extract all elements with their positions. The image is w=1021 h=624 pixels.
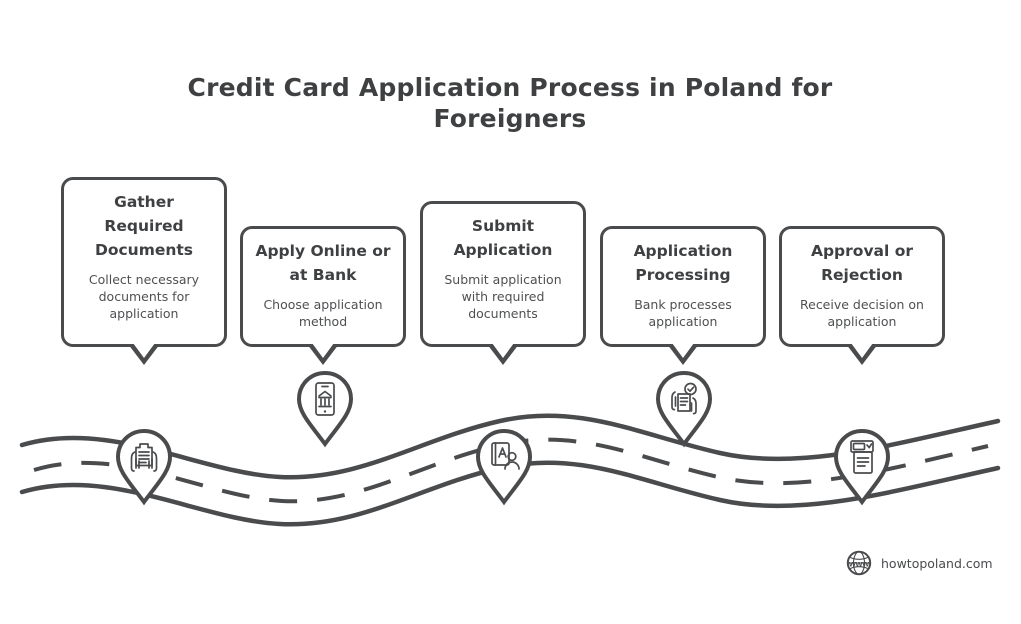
pin-outline — [475, 428, 533, 506]
map-pin-step-5[interactable] — [832, 428, 892, 506]
step-card-1[interactable]: Gather Required Documents Collect necess… — [61, 177, 227, 365]
step-card-1-description: Collect necessary documents for applicat… — [88, 272, 200, 321]
pin-outline — [115, 428, 173, 506]
step-card-5[interactable]: Approval or Rejection Receive decision o… — [779, 226, 945, 365]
step-card-5-title: Approval or Rejection — [810, 242, 914, 284]
step-card-2-title: Apply Online or at Bank — [255, 242, 391, 284]
speech-tail-fill — [133, 343, 155, 358]
step-card-3-title: Submit Application — [453, 217, 553, 259]
speech-tail-fill — [312, 343, 334, 358]
page-title: Credit Card Application Process in Polan… — [187, 73, 833, 133]
step-card-4-description: Bank processes application — [634, 297, 732, 329]
footer-icon-label: www — [848, 558, 869, 568]
footer-brand-text: howtopoland.com — [881, 555, 993, 571]
id-card-person-icon — [491, 442, 520, 470]
road-edge-top — [19, 413, 1001, 480]
road-center-dashes — [33, 437, 989, 504]
map-pin-step-3[interactable] — [474, 428, 534, 506]
pin-outline — [655, 370, 713, 448]
step-card-1-title: Gather Required Documents — [94, 193, 194, 259]
map-pin-step-1[interactable] — [114, 428, 174, 506]
map-pin-step-4[interactable] — [654, 370, 714, 448]
map-pin-step-2[interactable] — [295, 370, 355, 448]
step-card-4[interactable]: Application Processing Bank processes ap… — [600, 226, 766, 365]
pin-outline — [296, 370, 354, 448]
smartphone-bank-icon — [315, 382, 335, 416]
step-card-5-description: Receive decision on application — [800, 297, 924, 329]
step-card-3-description: Submit application with required documen… — [444, 272, 562, 321]
step-card-2[interactable]: Apply Online or at Bank Choose applicati… — [240, 226, 406, 365]
speech-tail-fill — [851, 343, 873, 358]
step-card-2-description: Choose application method — [263, 297, 383, 329]
footer-brand[interactable]: www howtopoland.com — [846, 550, 993, 576]
step-card-3[interactable]: Submit Application Submit application wi… — [420, 201, 586, 365]
speech-tail-fill — [492, 343, 514, 358]
speech-tail-fill — [672, 343, 694, 358]
certificate-check-icon — [850, 440, 874, 474]
www-globe-icon: www — [846, 550, 872, 576]
hands-holding-document-icon — [130, 443, 158, 472]
step-card-4-title: Application Processing — [633, 242, 733, 284]
hands-document-check-icon — [671, 382, 697, 415]
